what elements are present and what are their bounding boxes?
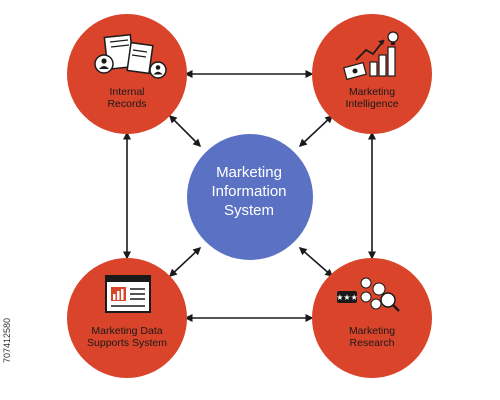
node-marketing-data-supports-system [67,258,187,378]
center-label-line2: Information [211,183,287,200]
center-circle [187,134,313,260]
label-marketing-data-supports-system-line2: Supports System [87,337,167,349]
research-icon: ★★★ [336,277,400,312]
label-marketing-intelligence-line2: Intelligence [345,98,399,110]
center-label: Marketing Information System [185,163,313,220]
label-internal-records-line1: Internal [109,86,145,98]
label-marketing-intelligence-line1: Marketing [348,86,396,98]
label-marketing-research: Marketing Research [322,325,422,349]
svg-text:★★★: ★★★ [336,293,358,302]
label-internal-records-line2: Records [107,98,147,110]
arrow-center-br [298,247,334,277]
label-marketing-research-line1: Marketing [348,325,396,337]
node-internal-records [67,14,187,134]
arrow-center-tl [168,114,202,148]
label-marketing-intelligence: Marketing Intelligence [322,86,422,110]
label-marketing-data-supports-system: Marketing Data Supports System [72,325,182,349]
arrow-center-bl [168,246,202,278]
arrow-center-tr [298,114,334,148]
label-marketing-data-supports-system-line1: Marketing Data [91,325,163,337]
node-marketing-research [312,258,432,378]
center-label-line1: Marketing [216,164,282,181]
stock-id: 707412580 [2,317,12,363]
label-internal-records: Internal Records [77,86,177,110]
connectors [123,70,376,322]
center-label-line3: System [223,202,274,219]
label-marketing-research-line2: Research [349,337,395,349]
stock-side-strip: 707412580 [0,0,16,400]
documents-people-icon [94,33,167,79]
growth-chart-icon [343,31,399,81]
dashboard-icon [105,275,151,313]
